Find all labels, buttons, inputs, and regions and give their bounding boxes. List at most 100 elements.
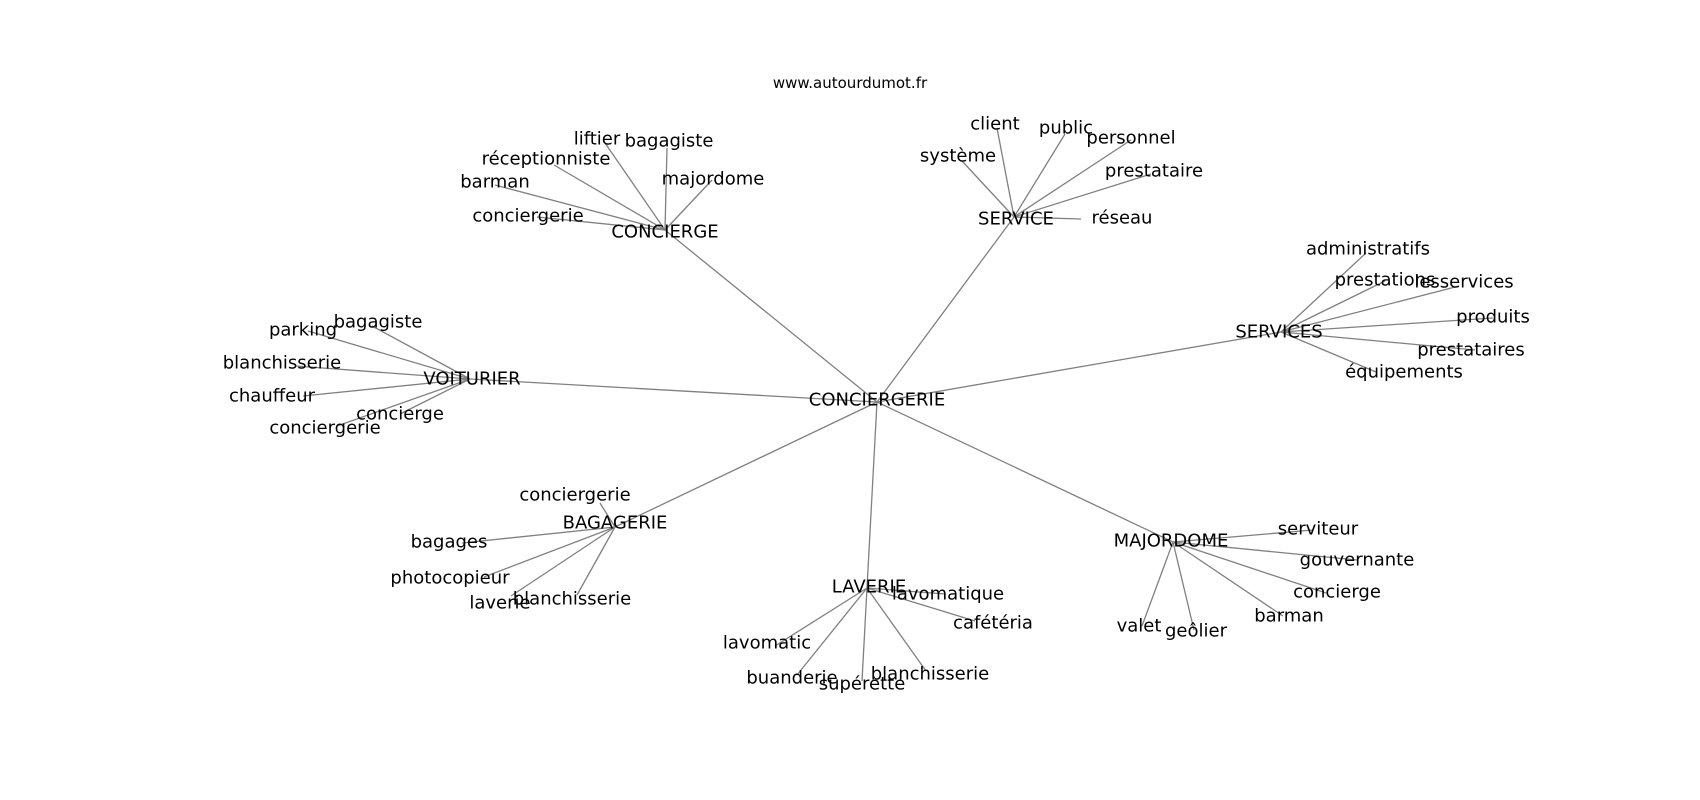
edge-laverie-blanchisserie	[866, 587, 927, 672]
hub-node-laverie: LAVERIE	[832, 577, 906, 598]
edge-service-reseau	[1013, 216, 1082, 220]
leaf-node-majordome-gouvernante: gouvernante	[1300, 550, 1415, 571]
leaf-node-service-client: client	[970, 114, 1019, 135]
edge-majordome-serviteur	[1172, 529, 1314, 543]
edge-voiturier-bagagiste	[371, 325, 471, 380]
edge-services-administratifs	[1280, 252, 1367, 333]
leaf-node-service-prestataire: prestataire	[1105, 161, 1203, 182]
edge-services-equipements	[1280, 331, 1377, 373]
edge-voiturier-parking	[307, 330, 471, 380]
edge-service-public	[1013, 133, 1066, 218]
leaf-node-concierge-majordome: majordome	[662, 169, 765, 190]
leaf-node-bagagerie-conciergerie: conciergerie	[519, 485, 630, 506]
edge-services-produits	[1280, 317, 1494, 333]
edge-root-laverie	[866, 401, 878, 589]
edge-root-bagagerie	[614, 401, 878, 528]
leaf-node-majordome-geolier: geôlier	[1165, 621, 1228, 642]
edge-laverie-lavomatic	[774, 587, 868, 647]
leaf-node-voiturier-blanchisserie: blanchisserie	[223, 353, 341, 374]
edge-laverie-superette	[861, 587, 868, 682]
leaf-node-service-public: public	[1039, 118, 1093, 139]
leaf-node-bagagerie-bagages: bagages	[411, 532, 488, 553]
leaf-node-services-prestations: prestations	[1335, 270, 1436, 291]
edge-root-concierge	[664, 229, 878, 403]
hub-node-service: SERVICE	[978, 209, 1054, 230]
leaf-node-majordome-valet: valet	[1117, 616, 1162, 637]
leaf-node-concierge-receptionniste: réceptionniste	[482, 149, 611, 170]
edge-voiturier-conciergerie	[336, 378, 471, 427]
edge-services-prestations	[1280, 280, 1386, 333]
edge-majordome-valet	[1141, 541, 1174, 627]
leaf-node-majordome-serviteur: serviteur	[1278, 519, 1359, 540]
edge-laverie-lavomatique	[866, 587, 946, 595]
leaf-node-majordome-concierge: concierge	[1293, 582, 1381, 603]
edge-concierge-receptionniste	[553, 164, 666, 231]
leaf-node-voiturier-concierge: concierge	[356, 404, 444, 425]
edge-bagagerie-conciergerie	[599, 502, 616, 528]
leaf-node-services-lesservices: lesservices	[1414, 272, 1513, 293]
leaf-node-voiturier-bagagiste: bagagiste	[334, 312, 423, 333]
edge-majordome-barman	[1172, 541, 1284, 617]
edge-voiturier-blanchisserie	[295, 365, 471, 380]
leaf-node-laverie-blanchisserie: blanchisserie	[871, 664, 989, 685]
edge-root-services	[876, 331, 1282, 403]
leaf-node-voiturier-conciergerie: conciergerie	[269, 418, 380, 439]
edge-service-client	[996, 127, 1015, 218]
edge-service-personnel	[1013, 139, 1132, 218]
edge-bagagerie-bagages	[461, 526, 616, 544]
hub-node-majordome: MAJORDOME	[1114, 531, 1229, 552]
leaf-node-bagagerie-laverie: laverie	[469, 593, 530, 614]
edge-majordome-geolier	[1172, 541, 1195, 631]
leaf-node-service-reseau: réseau	[1092, 208, 1153, 229]
leaf-node-concierge-liftier: liftier	[574, 129, 621, 150]
leaf-node-concierge-bagagiste: bagagiste	[625, 131, 714, 152]
edge-laverie-buanderie	[796, 587, 868, 676]
leaf-node-bagagerie-photocopieur: photocopieur	[390, 568, 510, 589]
hub-node-voiturier: VOITURIER	[423, 369, 520, 390]
edge-concierge-majordome	[664, 179, 713, 231]
edge-service-systeme	[961, 160, 1015, 218]
hub-node-concierge: CONCIERGE	[611, 222, 718, 243]
leaf-node-concierge-conciergerie: conciergerie	[472, 206, 583, 227]
leaf-node-laverie-lavomatic: lavomatic	[723, 633, 811, 654]
leaf-node-laverie-superette: supérette	[819, 674, 906, 695]
leaf-node-services-prestataires: prestataires	[1417, 340, 1525, 361]
leaf-node-laverie-cafeteria: cafétéria	[953, 613, 1033, 634]
edge-majordome-concierge	[1172, 541, 1327, 594]
leaf-node-service-systeme: système	[920, 146, 996, 167]
edge-root-service	[876, 216, 1015, 403]
hub-node-services: SERVICES	[1235, 322, 1322, 343]
edges-layer	[295, 127, 1494, 682]
edge-bagagerie-photocopieur	[483, 526, 616, 578]
leaf-node-laverie-buanderie: buanderie	[746, 668, 837, 689]
edge-root-voiturier	[469, 378, 878, 403]
edge-concierge-barman	[494, 184, 666, 231]
edge-services-lesservices	[1280, 285, 1460, 333]
hub-node-bagagerie: BAGAGERIE	[563, 513, 668, 534]
edge-bagagerie-laverie	[510, 526, 616, 597]
leaf-node-services-administratifs: administratifs	[1306, 239, 1430, 260]
edge-concierge-liftier	[604, 142, 666, 231]
leaf-node-laverie-lavomatique: lavomatique	[892, 584, 1004, 605]
root-node-conciergerie: CONCIERGERIE	[809, 390, 945, 411]
leaf-node-service-personnel: personnel	[1086, 128, 1175, 149]
leaf-node-concierge-barman: barman	[460, 172, 530, 193]
leaf-node-voiturier-parking: parking	[269, 320, 337, 341]
edge-root-majordome	[876, 401, 1174, 543]
leaf-node-services-produits: produits	[1456, 307, 1530, 328]
edge-concierge-conciergerie	[536, 216, 666, 231]
edge-majordome-gouvernante	[1172, 541, 1358, 561]
leaf-node-majordome-barman: barman	[1254, 606, 1324, 627]
edge-voiturier-chauffeur	[302, 378, 471, 397]
edge-services-prestataires	[1280, 331, 1476, 351]
site-title: www.autourdumot.fr	[773, 74, 928, 92]
edge-bagagerie-blanchisserie	[576, 526, 616, 596]
leaf-node-voiturier-chauffeur: chauffeur	[229, 386, 316, 407]
edge-voiturier-concierge	[399, 378, 471, 415]
edge-service-prestataire	[1013, 173, 1152, 218]
edge-laverie-cafeteria	[866, 587, 976, 622]
leaf-node-services-equipements: équipements	[1345, 362, 1463, 383]
leaf-node-bagagerie-blanchisserie: blanchisserie	[513, 589, 631, 610]
